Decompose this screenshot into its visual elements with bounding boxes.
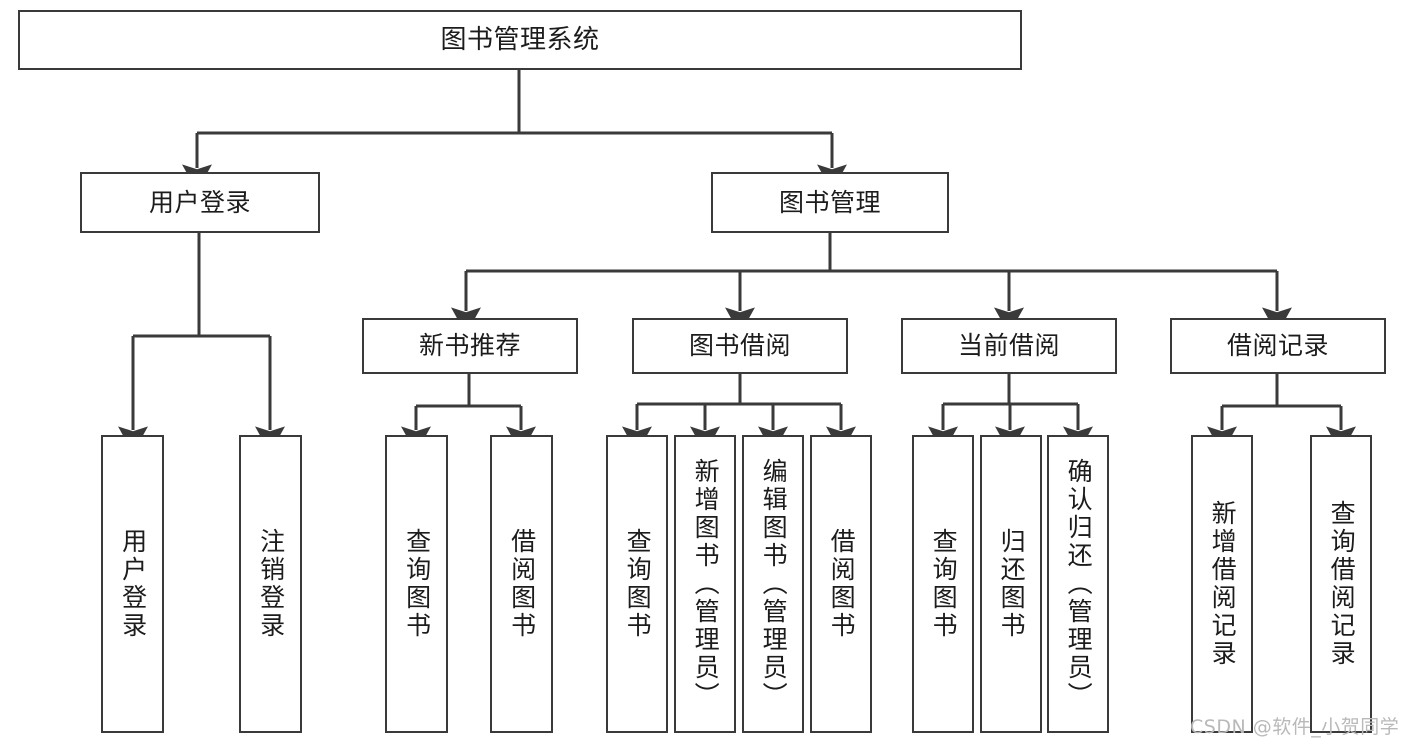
node-label: 新书推荐 <box>418 331 521 361</box>
node-leaf-query-book-2[interactable]: 查询图书 <box>606 435 668 733</box>
node-book-borrow[interactable]: 图书借阅 <box>632 318 848 374</box>
node-label: 图书管理 <box>778 187 881 217</box>
node-label: 借阅记录 <box>1226 331 1329 361</box>
node-label: 用户登录 <box>148 187 251 217</box>
node-leaf-query-book-3[interactable]: 查询图书 <box>912 435 974 733</box>
node-leaf-add-record[interactable]: 新增借阅记录 <box>1191 435 1253 733</box>
node-label: 新增借阅记录 <box>1208 500 1238 668</box>
node-label: 查询借阅记录 <box>1327 500 1357 668</box>
node-leaf-confirm-return[interactable]: 确认归还（管理员） <box>1047 435 1109 733</box>
node-leaf-borrow-book-1[interactable]: 借阅图书 <box>490 435 553 733</box>
node-label: 新增图书（管理员） <box>691 458 721 710</box>
node-label: 编辑图书（管理员） <box>759 458 789 710</box>
node-label: 查询图书 <box>402 528 432 640</box>
node-leaf-borrow-book-2[interactable]: 借阅图书 <box>810 435 872 733</box>
node-leaf-user-login[interactable]: 用户登录 <box>101 435 164 733</box>
node-leaf-edit-book[interactable]: 编辑图书（管理员） <box>742 435 804 733</box>
node-leaf-return-book[interactable]: 归还图书 <box>980 435 1042 733</box>
node-book-manage[interactable]: 图书管理 <box>711 172 949 233</box>
node-user-login[interactable]: 用户登录 <box>80 172 320 233</box>
node-label: 图书管理系统 <box>440 24 600 55</box>
node-root-book-management-system[interactable]: 图书管理系统 <box>18 10 1022 70</box>
node-leaf-add-book[interactable]: 新增图书（管理员） <box>674 435 736 733</box>
node-leaf-query-book-1[interactable]: 查询图书 <box>385 435 448 733</box>
node-current-borrow[interactable]: 当前借阅 <box>901 318 1117 374</box>
node-leaf-query-record[interactable]: 查询借阅记录 <box>1310 435 1372 733</box>
node-label: 当前借阅 <box>957 331 1060 361</box>
node-new-book-recommend[interactable]: 新书推荐 <box>362 318 578 374</box>
node-label: 借阅图书 <box>507 528 537 640</box>
node-label: 查询图书 <box>623 528 653 640</box>
node-borrow-record[interactable]: 借阅记录 <box>1170 318 1386 374</box>
node-leaf-user-logout[interactable]: 注销登录 <box>239 435 302 733</box>
node-label: 查询图书 <box>929 528 959 640</box>
node-label: 注销登录 <box>256 528 286 640</box>
node-label: 归还图书 <box>997 528 1027 640</box>
node-label: 借阅图书 <box>827 528 857 640</box>
csdn-watermark: CSDN @软件_小贺同学 <box>1190 716 1400 738</box>
node-label: 确认归还（管理员） <box>1064 458 1094 710</box>
node-label: 用户登录 <box>118 528 148 640</box>
node-label: 图书借阅 <box>688 331 791 361</box>
